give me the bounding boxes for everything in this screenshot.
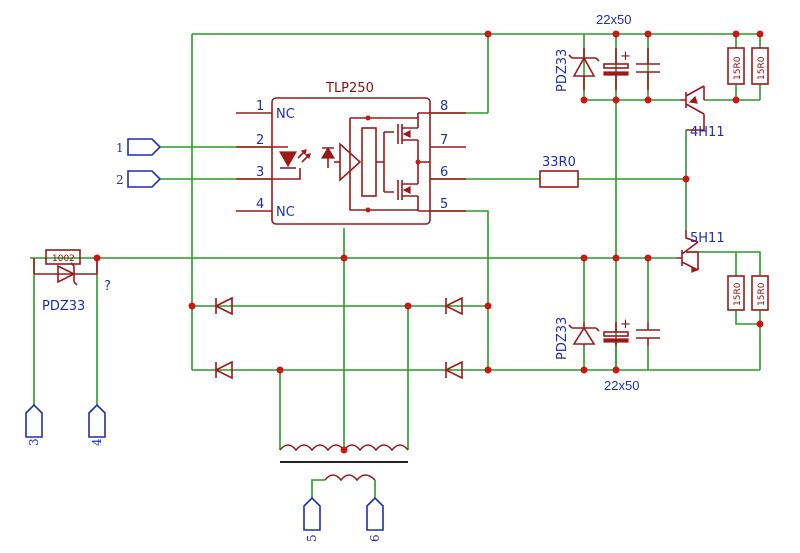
pin-2-number: 2: [256, 133, 264, 148]
bottom-electrolytic-cap: +: [603, 317, 631, 346]
svg-text:+: +: [620, 317, 631, 332]
top-cap-label: 22x50: [596, 12, 631, 27]
connector-3-label: 3: [27, 438, 41, 446]
question-mark: ?: [104, 279, 111, 294]
bottom-cap-label: 22x50: [604, 378, 639, 393]
lower-transistor-icon: 5H11: [676, 230, 725, 273]
connector-5[interactable]: 5: [303, 496, 321, 542]
photodiode-icon: [320, 146, 336, 168]
gate-resistor: 33R0: [539, 155, 579, 188]
connector-1-label: 1: [116, 141, 124, 155]
connector-4[interactable]: 4: [88, 403, 106, 446]
top-resistors: 15R0 15R0: [727, 47, 769, 85]
top-right-resistor-label: 15R0: [757, 56, 767, 80]
top-ceramic-cap: [636, 48, 660, 90]
pin-1-label: NC: [276, 107, 295, 122]
upper-transistor-icon: 4H11: [680, 85, 725, 140]
top-electrolytic-cap: +: [603, 48, 631, 90]
bridge-diode-bottom-right: [444, 360, 463, 380]
wires: [30, 33, 761, 498]
bottom-right-resistor-label: 15R0: [757, 282, 767, 306]
pin-5-number: 5: [440, 197, 448, 212]
pin-4-number: 4: [256, 197, 264, 212]
pin-1-number: 1: [256, 99, 264, 114]
connector-2-label: 2: [116, 173, 124, 187]
connector-6-label: 6: [368, 534, 382, 542]
bottom-zener-label: PDZ33: [555, 317, 570, 360]
bottom-resistors: 15R0 15R0: [727, 275, 769, 311]
left-resistor-label: 1002: [52, 254, 75, 264]
led-icon: [272, 146, 311, 180]
connector-4-label: 4: [90, 438, 104, 446]
top-zener-label: PDZ33: [555, 49, 570, 92]
pin-4-label: NC: [276, 205, 295, 220]
left-zener: PDZ33: [33, 258, 98, 314]
connector-2[interactable]: 2: [116, 170, 162, 188]
top-zener: PDZ33: [555, 48, 600, 92]
tlp250-ic: TLP250 1 NC 2 3 4 NC 8 7 6 5: [236, 81, 466, 225]
gate-resistor-label: 33R0: [542, 155, 576, 170]
pin-3-number: 3: [256, 165, 264, 180]
bridge-diode-top-right: [444, 296, 463, 316]
junction-dots: [93, 30, 764, 454]
left-resistor-1002: 1002: [45, 249, 81, 265]
connector-6[interactable]: 6: [366, 496, 384, 542]
output-stage: [349, 112, 430, 213]
bottom-zener: PDZ33: [555, 317, 600, 360]
ic-name: TLP250: [325, 81, 374, 96]
transformer-icon: [279, 444, 409, 482]
lower-transistor-label: 5H11: [690, 231, 725, 246]
upper-transistor-label: 4H11: [690, 125, 725, 140]
top-left-resistor-label: 15R0: [733, 56, 743, 80]
connector-1[interactable]: 1: [116, 138, 162, 156]
amplifier-icon: [334, 142, 362, 182]
svg-text:+: +: [620, 49, 631, 64]
connector-3[interactable]: 3: [25, 403, 43, 446]
bridge-diode-bottom-left: [214, 360, 233, 380]
connector-5-label: 5: [305, 534, 319, 542]
bottom-left-resistor-label: 15R0: [733, 282, 743, 306]
left-zener-label: PDZ33: [42, 299, 85, 314]
pin-8-number: 8: [440, 99, 448, 114]
bottom-ceramic-cap: [636, 322, 660, 346]
bridge-diode-top-left: [214, 296, 233, 316]
pin-6-number: 6: [440, 165, 448, 180]
pin-7-number: 7: [440, 133, 448, 148]
